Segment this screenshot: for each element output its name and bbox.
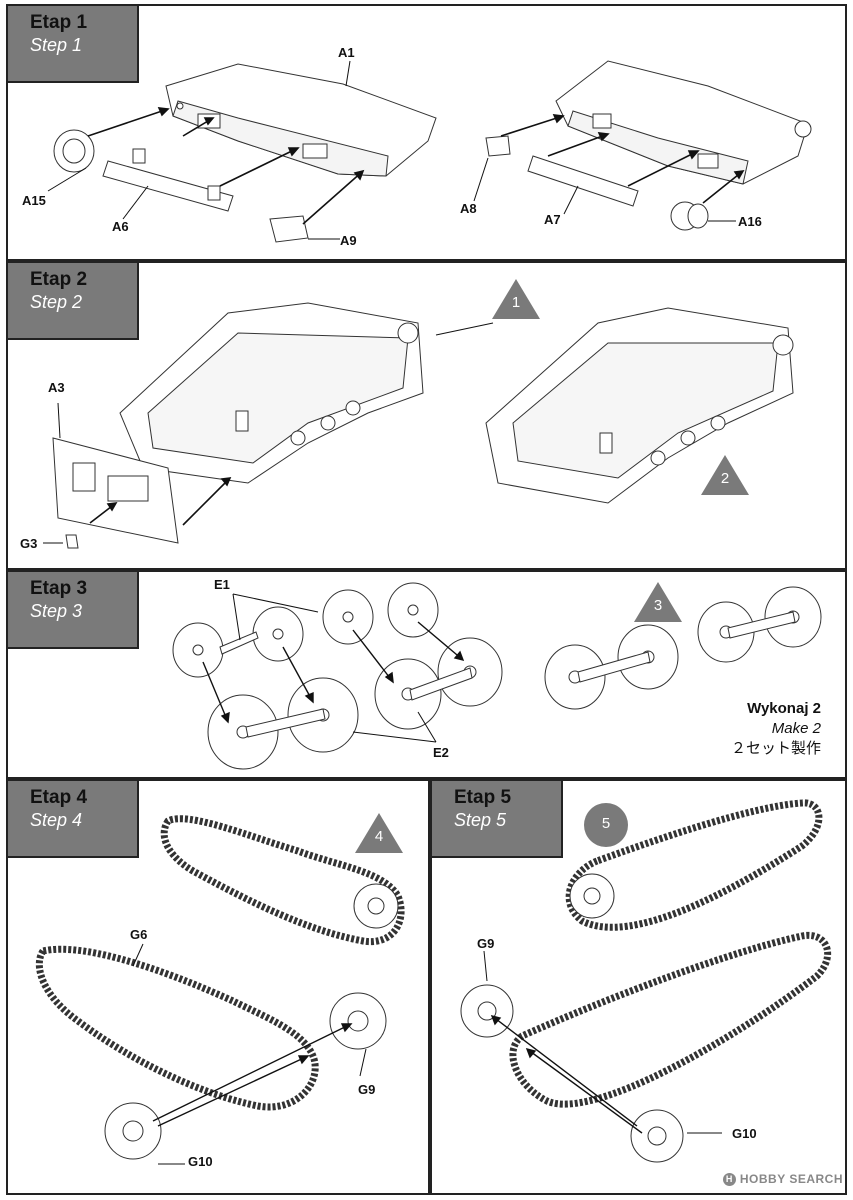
part-a7-shape — [528, 156, 638, 206]
marker-2-triangle — [701, 455, 749, 495]
step-5-title-en: Step 5 — [454, 810, 507, 830]
label-a9: A9 — [340, 233, 357, 248]
step-4-panel: Etap 4 Step 4 4 G6 G9 G10 — [6, 779, 430, 1195]
step-4-header: Etap 4 Step 4 — [8, 781, 139, 858]
track-assembled-5 — [569, 803, 819, 927]
make-quantity: Wykonaj 2 Make 2 ２セット製作 — [731, 699, 821, 759]
hobbysearch-logo-icon: H — [722, 1173, 736, 1186]
label-a3: A3 — [48, 380, 65, 395]
label-g3: G3 — [20, 536, 38, 551]
label-a8: A8 — [460, 201, 477, 216]
marker-1-triangle — [492, 279, 540, 319]
marker-3-number: 3 — [653, 597, 663, 614]
marker-3-triangle — [634, 582, 682, 622]
step-5-illustration — [432, 781, 847, 1195]
step-1-title-en: Step 1 — [30, 35, 83, 55]
step-3-header: Etap 3 Step 3 — [8, 572, 139, 649]
step-5-header: Etap 5 Step 5 — [432, 781, 563, 858]
label-a6: A6 — [112, 219, 129, 234]
track-assembled-4 — [164, 819, 401, 942]
marker-5: 5 — [584, 803, 628, 847]
label-g9: G9 — [358, 1082, 376, 1097]
step-4-title-en: Step 4 — [30, 810, 83, 830]
label-e2: E2 — [433, 745, 449, 760]
step-5-panel: Etap 5 Step 5 5 G9 G10 — [430, 779, 847, 1195]
step-2-header: Etap 2 Step 2 — [8, 263, 139, 340]
label-g10: G10 — [188, 1154, 213, 1169]
marker-1-number: 1 — [511, 294, 521, 311]
part-a9-shape — [270, 216, 308, 242]
marker-5-circle — [584, 803, 628, 847]
step-3-panel: Etap 3 Step 3 — [6, 570, 847, 779]
step-2-title-pl: Etap 2 — [30, 269, 88, 290]
part-g3-shape — [66, 535, 78, 548]
marker-4-number: 4 — [374, 828, 384, 845]
step-3-illustration — [8, 572, 847, 779]
marker-1: 1 — [492, 279, 540, 319]
step-3-title-pl: Etap 3 — [30, 578, 88, 599]
part-a6-shape — [103, 161, 233, 211]
marker-4: 4 — [355, 813, 403, 853]
marker-4-triangle — [355, 813, 403, 853]
label-e1: E1 — [214, 577, 230, 592]
step-1-title-pl: Etap 1 — [30, 12, 88, 33]
marker-3: 3 — [634, 582, 682, 622]
step-1-header: Etap 1 Step 1 — [8, 6, 139, 83]
label-g10-step5: G10 — [732, 1126, 757, 1141]
step-2-panel: Etap 2 Step 2 — [6, 261, 847, 570]
make-quantity-en: Make 2 — [771, 720, 821, 737]
part-g6-shape — [39, 949, 315, 1107]
step-5-title-pl: Etap 5 — [454, 787, 512, 808]
step-2-title-en: Step 2 — [30, 292, 83, 312]
label-a15: A15 — [22, 193, 46, 208]
step-1-illustration — [8, 6, 847, 261]
label-a7: A7 — [544, 212, 561, 227]
label-a1: A1 — [338, 45, 355, 60]
make-quantity-jp: ２セット製作 — [730, 740, 821, 757]
label-a16: A16 — [738, 214, 762, 229]
part-a8-shape — [486, 136, 510, 156]
step-2-illustration — [8, 263, 847, 570]
marker-5-number: 5 — [601, 815, 611, 832]
make-quantity-pl: Wykonaj 2 — [747, 700, 821, 717]
track-left-5 — [513, 935, 828, 1104]
watermark-text: HOBBY SEARCH — [739, 1171, 843, 1186]
step-3-title-en: Step 3 — [30, 601, 83, 621]
step-1-panel: Etap 1 Step 1 — [6, 4, 847, 261]
label-g9-step5: G9 — [477, 936, 495, 951]
marker-2: 2 — [701, 455, 749, 495]
marker-2-number: 2 — [720, 470, 730, 487]
step-4-title-pl: Etap 4 — [30, 787, 88, 808]
label-g6: G6 — [130, 927, 148, 942]
step-4-illustration — [8, 781, 430, 1195]
